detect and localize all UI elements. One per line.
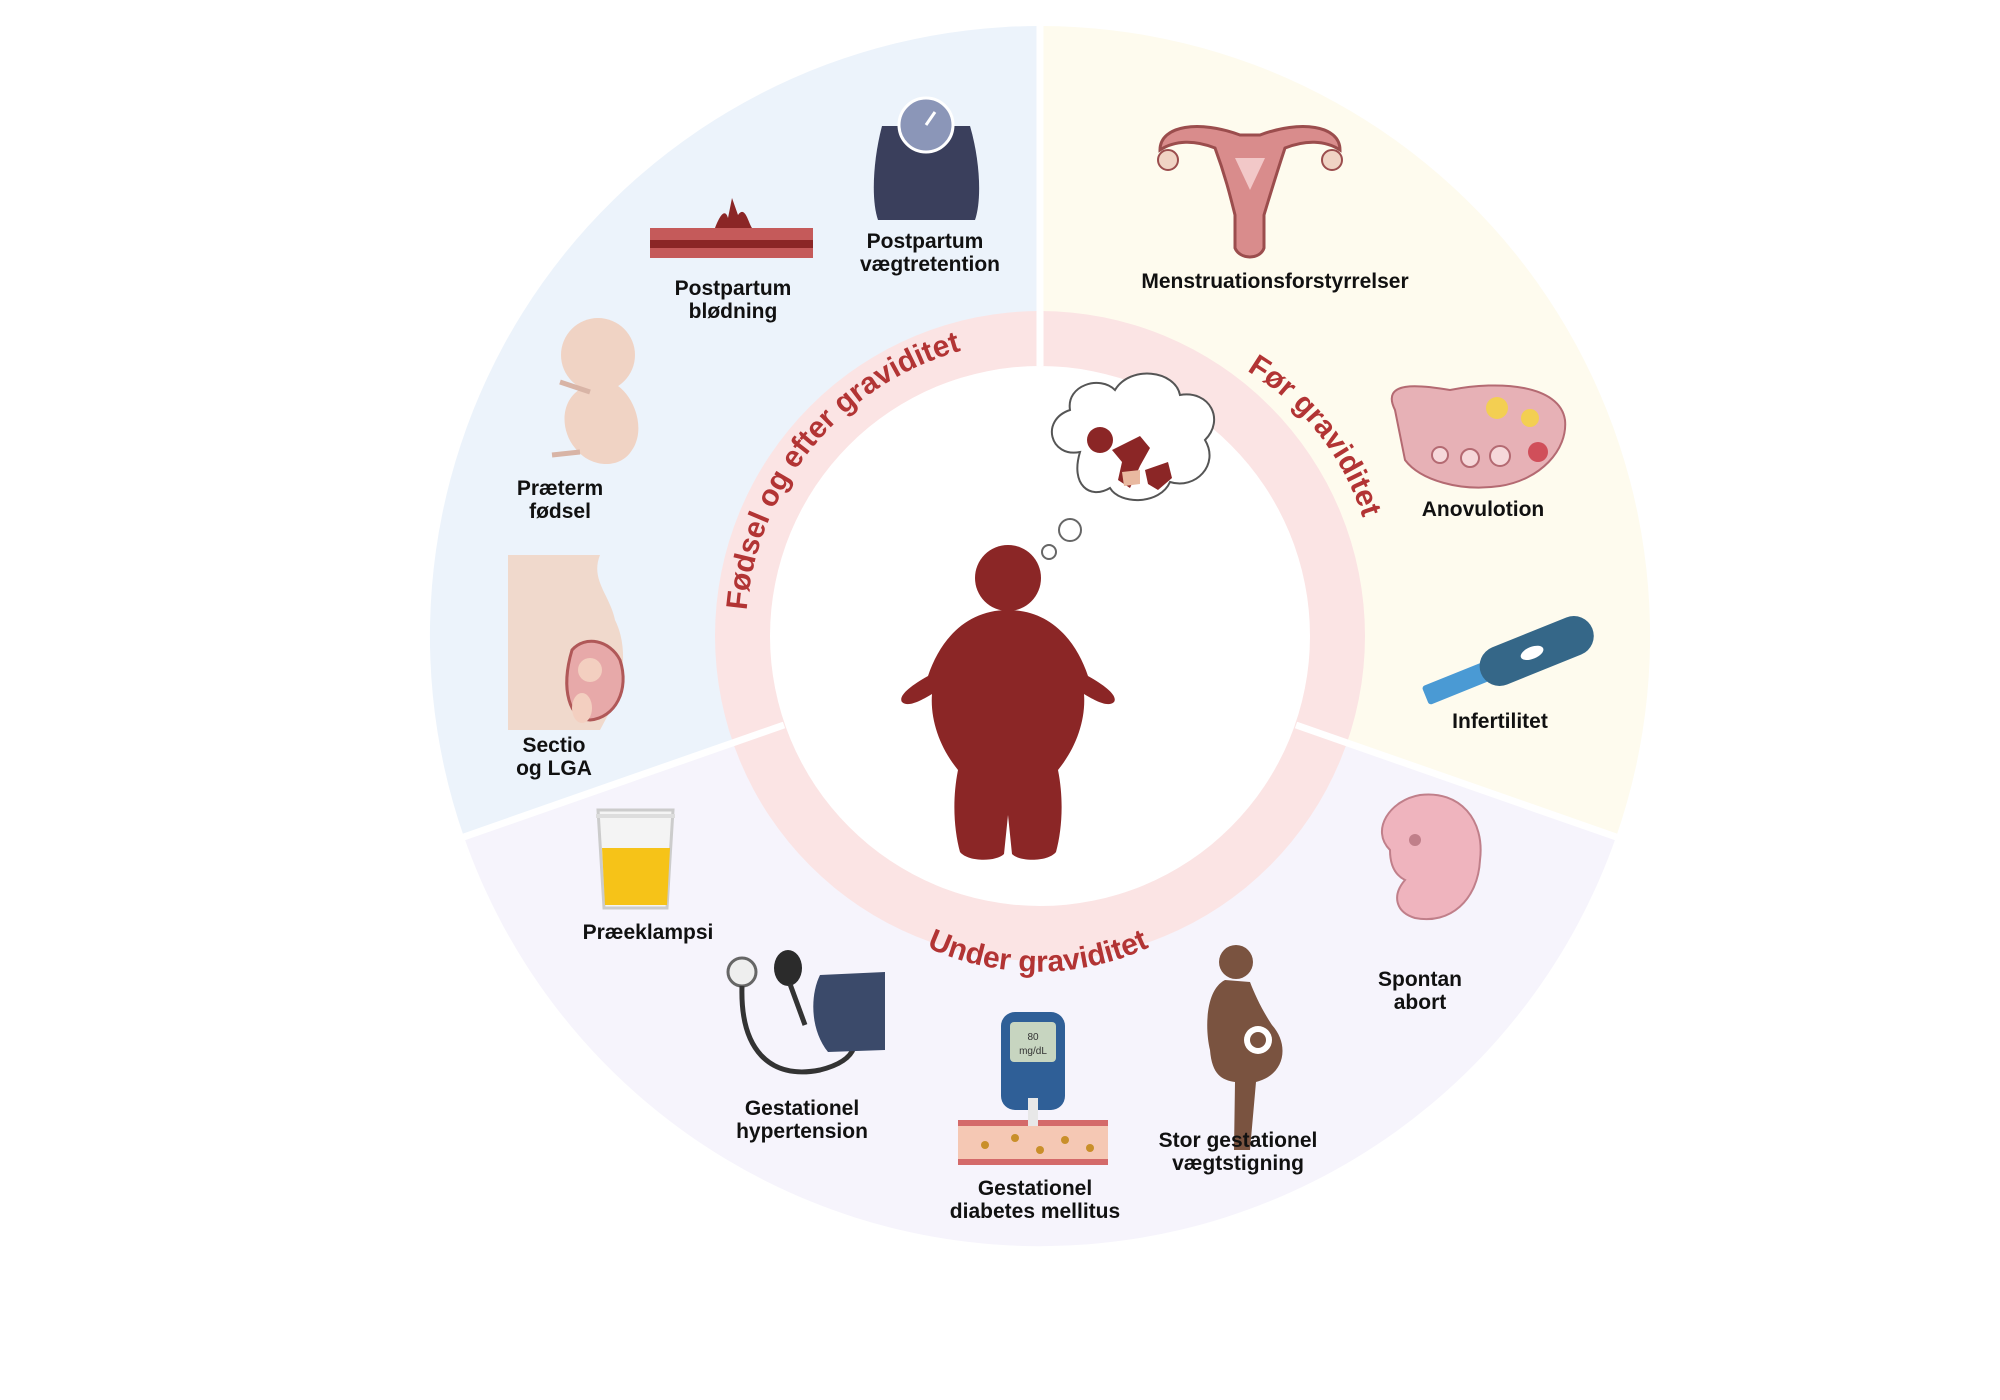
- pregnancy-test-icon: [1422, 615, 1594, 705]
- svg-text:vægtstigning: vægtstigning: [1172, 1152, 1304, 1175]
- item-gestational-diabetes: Gestationel diabetes mellitus: [950, 1177, 1120, 1223]
- svg-text:vægtretention: vægtretention: [860, 253, 1000, 276]
- glucometer-value: 80: [1027, 1032, 1039, 1043]
- glucometer-unit: mg/dL: [1019, 1046, 1047, 1057]
- svg-text:Stor gestationel: Stor gestationel: [1159, 1129, 1318, 1152]
- svg-text:Infertilitet: Infertilitet: [1452, 710, 1548, 733]
- svg-text:og LGA: og LGA: [516, 757, 592, 780]
- item-sectio-lga: Sectio og LGA: [516, 734, 592, 780]
- svg-text:Anovulotion: Anovulotion: [1422, 498, 1544, 521]
- obese-figure-icon: [901, 545, 1115, 860]
- svg-text:Sectio: Sectio: [522, 734, 585, 757]
- blood-pressure-cuff-icon: [726, 950, 885, 1075]
- pregnant-woman-icon: [1207, 945, 1283, 1150]
- svg-text:Præeklampsi: Præeklampsi: [583, 921, 714, 944]
- weight-scale-icon: [873, 96, 980, 220]
- svg-text:fødsel: fødsel: [529, 500, 591, 523]
- glucometer-icon: 80 mg/dL: [958, 1012, 1108, 1165]
- item-preterm-birth: Præterm fødsel: [517, 477, 603, 523]
- item-postpartum-weight-retention: Postpartum vægtretention: [860, 230, 1000, 276]
- item-gestational-weight-gain: Stor gestationel vægtstigning: [1159, 1129, 1318, 1175]
- sector-dividers: [456, 18, 1624, 843]
- svg-text:hypertension: hypertension: [736, 1120, 868, 1143]
- ovary-icon: [1390, 384, 1567, 489]
- item-menstruation: Menstruationsforstyrrelser: [1141, 270, 1408, 293]
- item-preeclampsia: Præeklampsi: [583, 921, 714, 944]
- svg-text:Postpartum: Postpartum: [867, 230, 984, 253]
- item-infertility: Infertilitet: [1452, 710, 1548, 733]
- svg-text:abort: abort: [1394, 991, 1447, 1014]
- item-anovulation: Anovulotion: [1422, 498, 1544, 521]
- item-postpartum-bleeding: Postpartum blødning: [675, 277, 792, 323]
- svg-text:diabetes mellitus: diabetes mellitus: [950, 1200, 1120, 1223]
- thought-bubble-icon: [1041, 372, 1216, 560]
- hemorrhage-icon: [650, 198, 813, 258]
- fetus-icon: [551, 318, 639, 465]
- svg-text:Gestationel: Gestationel: [745, 1097, 859, 1120]
- c-section-icon: [508, 555, 625, 730]
- svg-text:Gestationel: Gestationel: [978, 1177, 1092, 1200]
- uterus-icon: [1157, 125, 1343, 259]
- embryo-icon: [1380, 793, 1482, 921]
- svg-text:Postpartum: Postpartum: [675, 277, 792, 300]
- item-spontaneous-abortion: Spontan abort: [1378, 968, 1462, 1014]
- svg-text:Spontan: Spontan: [1378, 968, 1462, 991]
- urine-cup-icon: [596, 808, 675, 910]
- svg-text:Præterm: Præterm: [517, 477, 603, 500]
- item-gestational-hypertension: Gestationel hypertension: [736, 1097, 868, 1143]
- svg-text:blødning: blødning: [689, 300, 778, 323]
- svg-text:Menstruationsforstyrrelser: Menstruationsforstyrrelser: [1141, 270, 1408, 293]
